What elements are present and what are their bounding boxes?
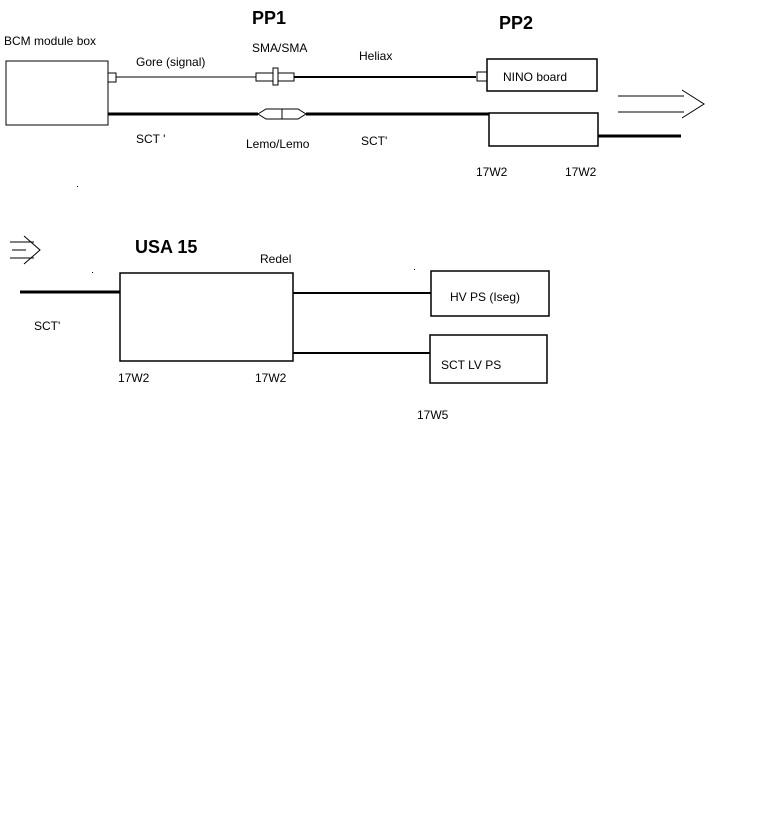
stray-dot-3: [414, 269, 415, 270]
lemo-lemo-label: Lemo/Lemo: [246, 137, 310, 151]
nino-board: [486, 58, 598, 92]
lemo-lemo-connector: [257, 108, 307, 120]
outgoing-arrow-icon: [618, 89, 705, 119]
usa15-17w2-right-label: 17W2: [255, 371, 287, 385]
stray-dot-2: [92, 272, 93, 273]
nino-input-connector: [476, 71, 488, 82]
bcm-module-box: [5, 60, 109, 126]
hv-ps-label: HV PS (Iseg): [450, 290, 520, 304]
heliax-label: Heliax: [359, 49, 392, 63]
hv-ps-box: [430, 270, 550, 317]
sct-right-label: SCT': [361, 134, 387, 148]
bcm-module-box-label: BCM module box: [4, 34, 96, 48]
usa15-patch-box: [119, 272, 294, 362]
17w5-label: 17W5: [417, 408, 449, 422]
sma-sma-connector: [255, 67, 295, 86]
usa15-17w2-left-label: 17W2: [118, 371, 150, 385]
pp2-17w2-left-label: 17W2: [476, 165, 508, 179]
pp2-17w2-right-label: 17W2: [565, 165, 597, 179]
sct-label: SCT': [34, 319, 60, 333]
nino-board-label: NINO board: [503, 70, 567, 84]
sct-lv-ps-box: [429, 334, 548, 384]
pp2-sct-patch-box: [488, 112, 599, 147]
sct-left-label: SCT ': [136, 132, 165, 146]
incoming-arrow-icon: [10, 235, 41, 265]
bcm-output-connector: [107, 72, 117, 83]
stray-dot: [77, 186, 78, 187]
usa15-title: USA 15: [135, 237, 197, 257]
pp1-title: PP1: [252, 8, 286, 28]
gore-signal-label: Gore (signal): [136, 55, 205, 69]
pp2-title: PP2: [499, 13, 533, 33]
redel-label: Redel: [260, 252, 291, 266]
sma-sma-label: SMA/SMA: [252, 41, 307, 55]
sct-lv-ps-label: SCT LV PS: [441, 358, 501, 372]
